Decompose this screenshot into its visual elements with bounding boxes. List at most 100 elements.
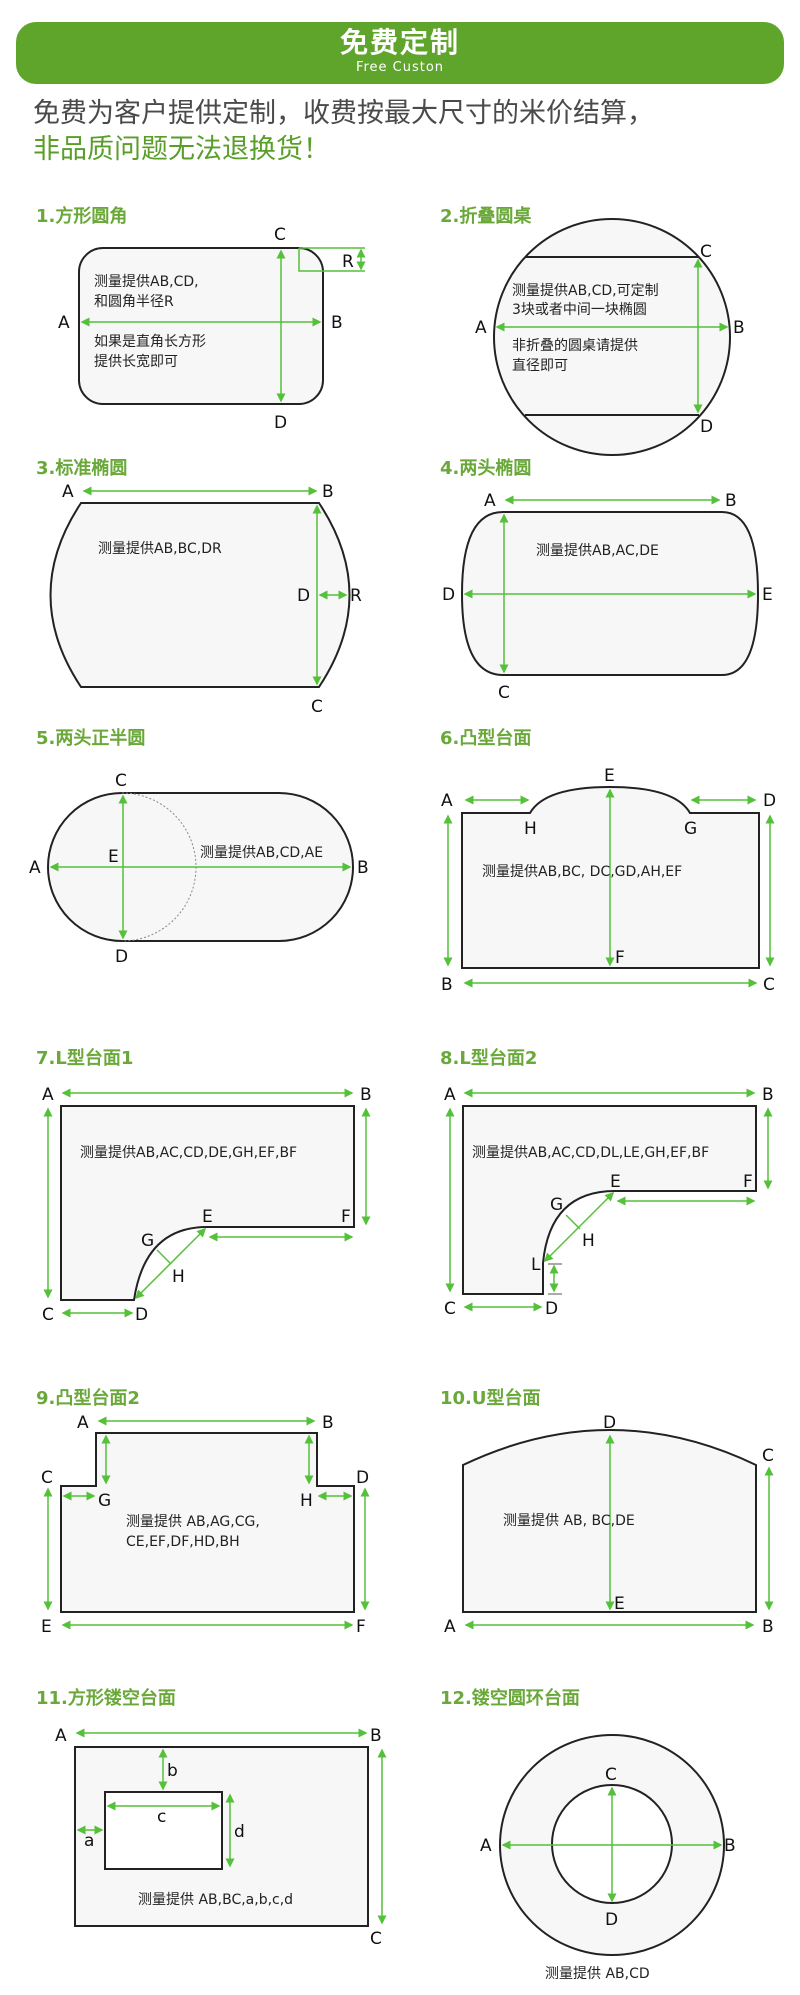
diagram-standard-ellipse: A B C D R 测量提供AB,BC,DR xyxy=(49,482,362,717)
svg-text:A: A xyxy=(444,1617,456,1637)
svg-text:测量提供AB,BC, DC,GD,AH,EF: 测量提供AB,BC, DC,GD,AH,EF xyxy=(482,864,682,880)
svg-text:A: A xyxy=(480,1836,492,1856)
svg-text:C: C xyxy=(41,1468,53,1488)
svg-text:C: C xyxy=(444,1299,456,1319)
svg-text:D: D xyxy=(603,1413,616,1433)
svg-text:测量提供AB,CD,: 测量提供AB,CD, xyxy=(94,274,199,290)
diagram-double-ended-ellipse: A B C D E 测量提供AB,AC,DE xyxy=(442,491,773,703)
svg-text:B: B xyxy=(762,1085,774,1105)
svg-text:E: E xyxy=(614,1594,625,1614)
diagram-u-top: A B C D E 测量提供 AB, BC,DE xyxy=(444,1413,774,1637)
svg-text:A: A xyxy=(441,791,453,811)
svg-text:直径即可: 直径即可 xyxy=(512,357,568,374)
svg-text:C: C xyxy=(763,975,775,995)
svg-text:E: E xyxy=(604,766,615,786)
diagram-l-shape-1: A B C D E F G H 测量提供AB,AC,CD,DE,GH,EF,BF xyxy=(42,1085,372,1325)
svg-text:A: A xyxy=(484,491,496,511)
svg-text:C: C xyxy=(370,1929,382,1949)
diagram-11-title: 11.方形镂空台面 xyxy=(36,1688,176,1709)
label-r: R xyxy=(342,252,354,272)
diagram-10-title: 10.U型台面 xyxy=(440,1388,541,1409)
diagram-rounded-rectangle: A B C D R 测量提供AB,CD, 和圆角半径R 如果是直角长方形 提供长… xyxy=(58,225,366,433)
diagram-stadium: A B C D E 测量提供AB,CD,AE xyxy=(29,771,369,967)
svg-text:3块或者中间一块椭圆: 3块或者中间一块椭圆 xyxy=(512,302,647,318)
diagram-8-title: 8.L型台面2 xyxy=(440,1048,538,1069)
svg-text:测量提供AB,AC,CD,DE,GH,EF,BF: 测量提供AB,AC,CD,DE,GH,EF,BF xyxy=(80,1145,297,1161)
banner-title: 免费定制 xyxy=(339,26,460,59)
diagram-2-title: 2.折叠圆桌 xyxy=(440,206,532,227)
svg-text:R: R xyxy=(350,586,362,606)
svg-text:A: A xyxy=(62,482,74,502)
label-d: D xyxy=(274,413,287,433)
svg-text:测量提供AB,CD,可定制: 测量提供AB,CD,可定制 xyxy=(512,283,659,299)
svg-text:H: H xyxy=(524,819,537,839)
svg-text:b: b xyxy=(167,1761,178,1781)
svg-text:B: B xyxy=(733,318,745,338)
svg-text:E: E xyxy=(108,847,119,867)
svg-text:A: A xyxy=(444,1085,456,1105)
svg-text:如果是直角长方形: 如果是直角长方形 xyxy=(94,333,206,350)
svg-text:A: A xyxy=(55,1726,67,1746)
svg-text:C: C xyxy=(700,242,712,262)
svg-text:A: A xyxy=(475,318,487,338)
free-custom-banner: 免费定制 Free Custon xyxy=(16,22,784,84)
svg-text:C: C xyxy=(311,697,323,717)
svg-text:L: L xyxy=(531,1255,541,1275)
svg-text:D: D xyxy=(115,947,128,967)
svg-text:测量提供 AB,AG,CG,: 测量提供 AB,AG,CG, xyxy=(126,1514,260,1530)
svg-text:测量提供 AB, BC,DE: 测量提供 AB, BC,DE xyxy=(503,1513,635,1529)
svg-text:A: A xyxy=(29,858,41,878)
svg-text:提供长宽即可: 提供长宽即可 xyxy=(94,353,178,370)
intro-text: 免费为客户提供定制，收费按最大尺寸的米价结算， 非品质问题无法退换货！ xyxy=(33,96,654,168)
diagram-12-title: 12.镂空圆环台面 xyxy=(440,1688,580,1709)
svg-text:H: H xyxy=(172,1267,185,1287)
svg-text:H: H xyxy=(582,1231,595,1251)
banner-subtitle: Free Custon xyxy=(355,60,445,75)
svg-text:B: B xyxy=(370,1726,382,1746)
svg-text:B: B xyxy=(322,1413,334,1433)
label-a: A xyxy=(58,313,70,333)
intro-return-policy-line: 非品质问题无法退换货！ xyxy=(33,134,330,165)
svg-text:E: E xyxy=(41,1617,52,1637)
diagram-9-title: 9.凸型台面2 xyxy=(36,1388,140,1409)
svg-text:c: c xyxy=(157,1807,166,1827)
svg-text:C: C xyxy=(605,1765,617,1785)
svg-text:B: B xyxy=(322,482,334,502)
svg-text:A: A xyxy=(77,1413,89,1433)
svg-text:A: A xyxy=(42,1085,54,1105)
svg-text:G: G xyxy=(141,1231,154,1251)
svg-text:B: B xyxy=(441,975,453,995)
diagram-ring-cutout: A B C D 测量提供 AB,CD xyxy=(480,1734,736,1982)
svg-text:F: F xyxy=(615,948,625,968)
svg-text:测量提供AB,AC,DE: 测量提供AB,AC,DE xyxy=(536,543,659,559)
svg-text:测量提供 AB,BC,a,b,c,d: 测量提供 AB,BC,a,b,c,d xyxy=(138,1892,293,1908)
diagram-5-title: 5.两头正半圆 xyxy=(36,728,146,749)
svg-text:测量提供AB,BC,DR: 测量提供AB,BC,DR xyxy=(98,541,222,557)
svg-text:和圆角半径R: 和圆角半径R xyxy=(94,294,174,310)
diagram-6-title: 6.凸型台面 xyxy=(440,728,532,749)
svg-text:D: D xyxy=(135,1305,148,1325)
svg-text:E: E xyxy=(202,1207,213,1227)
svg-text:G: G xyxy=(550,1195,563,1215)
diagram-folding-round-table: A B C D 测量提供AB,CD,可定制 3块或者中间一块椭圆 非折叠的圆桌请… xyxy=(475,218,745,456)
svg-text:D: D xyxy=(605,1910,618,1930)
diagram-l-shape-2: A B C D E F G H L 测量提供AB,AC,CD,DL,LE,GH,… xyxy=(444,1085,774,1319)
diagram-4-title: 4.两头椭圆 xyxy=(440,458,532,479)
svg-text:G: G xyxy=(684,819,697,839)
svg-text:H: H xyxy=(300,1491,313,1511)
svg-text:测量提供AB,CD,AE: 测量提供AB,CD,AE xyxy=(200,845,323,861)
svg-text:B: B xyxy=(725,491,737,511)
svg-text:C: C xyxy=(498,683,510,703)
label-c: C xyxy=(274,225,286,245)
svg-text:d: d xyxy=(234,1822,245,1842)
svg-text:CE,EF,DF,HD,BH: CE,EF,DF,HD,BH xyxy=(126,1534,240,1550)
svg-text:G: G xyxy=(98,1491,111,1511)
svg-text:C: C xyxy=(42,1305,54,1325)
svg-text:B: B xyxy=(724,1836,736,1856)
diagram-convex-top: A B C D E F G H 测量提供AB,BC, DC,GD,AH,EF xyxy=(441,766,776,995)
svg-text:D: D xyxy=(763,791,776,811)
diagram-rectangular-cutout: A B C a b c d 测量提供 AB,BC,a,b,c,d xyxy=(55,1726,387,1949)
label-b: B xyxy=(331,313,343,333)
diagram-7-title: 7.L型台面1 xyxy=(36,1048,134,1069)
svg-text:F: F xyxy=(356,1617,366,1637)
